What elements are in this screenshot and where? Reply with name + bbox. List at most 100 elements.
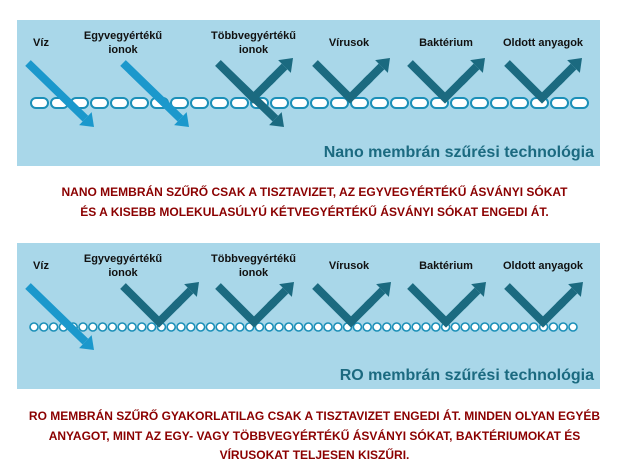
membrane-pore xyxy=(391,322,402,332)
membrane-pore xyxy=(479,322,490,332)
membrane-pore xyxy=(30,97,49,109)
membrane-pore xyxy=(78,322,88,332)
label-viz: Víz xyxy=(33,260,49,272)
label-bakterium: Baktérium xyxy=(419,37,473,49)
membrane-pore xyxy=(254,322,265,332)
membrane-pore xyxy=(352,322,363,332)
rejected-arrow-shaft xyxy=(504,60,565,104)
membrane-pore xyxy=(313,322,324,332)
membrane-pore xyxy=(510,97,529,109)
membrane-pore xyxy=(190,97,209,109)
membrane-pore xyxy=(90,97,109,109)
arrow-head-icon xyxy=(567,58,582,73)
membrane-pore xyxy=(381,322,392,332)
membrane-pore xyxy=(215,322,225,332)
membrane-pore xyxy=(97,322,108,332)
arrow-shaft xyxy=(459,287,481,309)
arrow-shaft xyxy=(120,60,184,122)
membrane-pore xyxy=(450,97,469,109)
arrow-head-icon xyxy=(470,58,485,73)
ro-diagram xyxy=(25,282,583,350)
membrane-pore xyxy=(176,322,186,332)
arrow-head-icon xyxy=(279,282,294,297)
membrane-pore xyxy=(568,322,578,332)
membrane-pore xyxy=(509,322,520,332)
arrow-shaft xyxy=(556,287,578,309)
membrane-pore xyxy=(350,97,369,109)
membrane-pore xyxy=(401,322,412,332)
membrane-pore xyxy=(137,322,147,332)
arrow-shaft xyxy=(363,63,385,85)
rejected-arrow-shaft xyxy=(215,60,276,104)
label-tobbvegyertek: Többvegyértékű ionok xyxy=(211,253,296,279)
membrane-pore xyxy=(411,322,422,332)
arrow-shaft xyxy=(458,63,480,85)
ro-panel: Víz Egyvegyértékű ionok Többvegyértékű i… xyxy=(17,243,600,389)
arrow-head-icon xyxy=(269,112,284,127)
arrow-head-icon xyxy=(278,58,293,73)
membrane-pore xyxy=(166,322,176,332)
arrow-head-icon xyxy=(375,58,390,73)
arrow-shaft xyxy=(25,283,89,345)
membrane-pore xyxy=(460,322,471,332)
membrane-pore xyxy=(362,322,373,332)
membrane-pore xyxy=(293,322,304,332)
membrane-pore xyxy=(88,322,98,332)
arrow-shaft xyxy=(172,287,194,309)
membrane-pore xyxy=(127,322,137,332)
arrow-head-icon xyxy=(79,112,94,127)
membrane-pore xyxy=(370,97,389,109)
membrane-pore xyxy=(303,322,314,332)
arrow-shaft xyxy=(555,63,577,85)
membrane-pore xyxy=(570,97,589,109)
label-egyvegyertek: Egyvegyértékű ionok xyxy=(83,30,163,56)
membrane-pore xyxy=(107,322,118,332)
arrow-head-icon xyxy=(568,282,583,297)
label-bakterium: Baktérium xyxy=(419,260,473,272)
label-oldott: Oldott anyagok xyxy=(502,37,584,49)
arrow-head-icon xyxy=(174,112,189,127)
membrane-pore xyxy=(470,97,489,109)
arrow-head-icon xyxy=(184,282,199,297)
membrane-pore xyxy=(230,97,249,109)
nano-description: NANO MEMBRÁN SZŰRŐ CSAK A TISZTAVIZET, A… xyxy=(61,185,568,219)
membrane-pore xyxy=(470,322,480,332)
rejected-arrow-shaft xyxy=(215,283,277,328)
membrane-pore xyxy=(430,322,441,332)
membrane-pore xyxy=(332,322,343,332)
rejected-arrow-shaft xyxy=(504,283,566,328)
membrane-pore xyxy=(450,322,461,332)
membrane-pore xyxy=(499,322,510,332)
rejected-arrow-shaft xyxy=(312,283,374,328)
membrane-pore xyxy=(490,97,509,109)
membrane-pore xyxy=(410,97,429,109)
membrane-pore xyxy=(372,322,382,332)
membrane-pore xyxy=(186,322,196,332)
label-viz: Víz xyxy=(33,37,49,49)
nano-title: Nano membrán szűrési technológia xyxy=(323,144,594,161)
ro-description: RO MEMBRÁN SZŰRŐ GYAKORLATILAG CSAK A TI… xyxy=(28,409,601,462)
arrow-head-icon xyxy=(376,282,391,297)
membrane-pore xyxy=(283,322,294,332)
membrane-pore xyxy=(225,322,235,332)
membrane-pore xyxy=(29,322,39,332)
ro-title: RO membrán szűrési technológia xyxy=(339,367,594,384)
membrane-pore xyxy=(558,322,569,332)
membrane-pore xyxy=(210,97,229,109)
membrane-pore xyxy=(38,322,49,332)
membrane-pore xyxy=(117,322,127,332)
membrane-pore xyxy=(519,322,529,332)
label-egyvegyertek: Egyvegyértékű ionok xyxy=(83,253,163,279)
membrane-pore xyxy=(550,97,569,109)
label-oldott: Oldott anyagok xyxy=(502,260,584,272)
membrane-pore xyxy=(421,322,431,332)
rejected-arrow-shaft xyxy=(407,283,469,328)
arrow-shaft xyxy=(266,63,288,85)
membrane-pore xyxy=(548,322,559,332)
arrow-head-icon xyxy=(79,335,94,350)
label-virusok: Vírusok xyxy=(328,37,370,49)
membrane-pore xyxy=(310,97,329,109)
arrow-shaft xyxy=(25,60,89,122)
label-tobbvegyertek: Többvegyértékű ionok xyxy=(211,30,296,56)
membrane-pore xyxy=(270,97,289,109)
